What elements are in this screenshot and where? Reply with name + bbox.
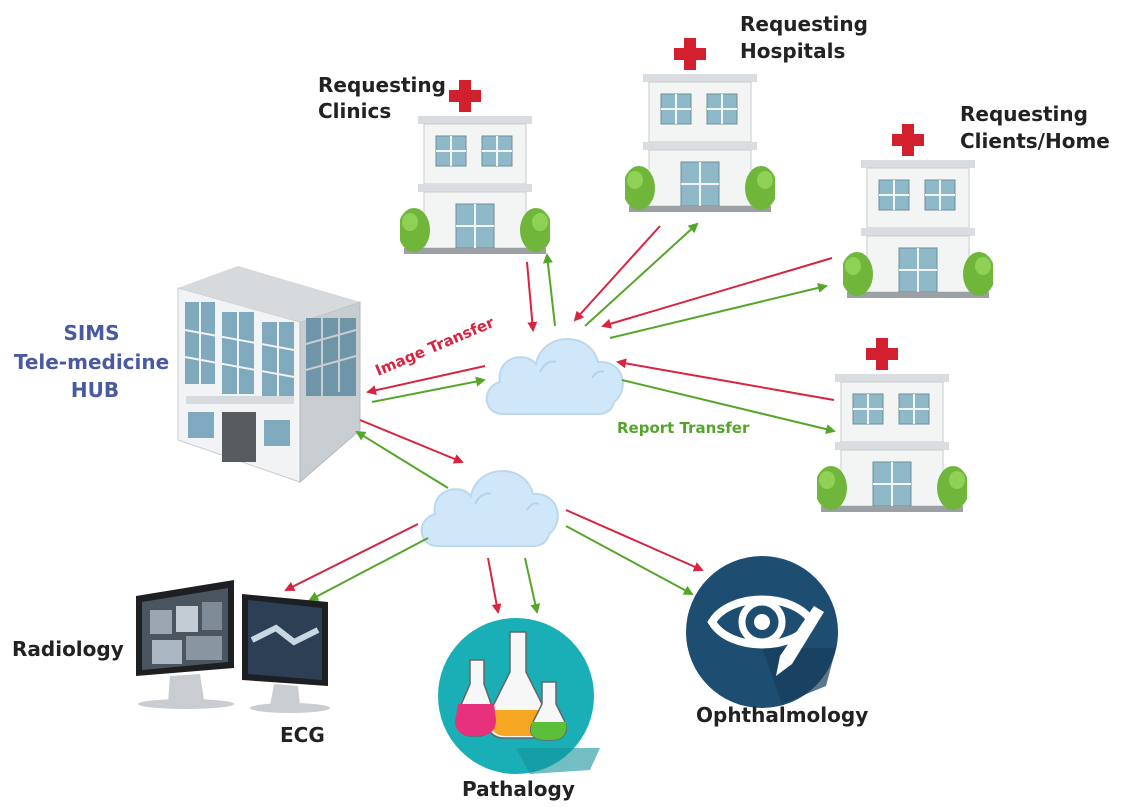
cloud-lower-icon xyxy=(420,469,559,548)
clinics-building-icon xyxy=(400,80,550,255)
lower-report-arrows xyxy=(308,525,694,614)
hub-label: SIMS Tele-medicine HUB xyxy=(14,321,176,402)
report-transfer-label: Report Transfer xyxy=(617,419,750,437)
hub-building-icon xyxy=(177,266,361,484)
report-transfer-arrows xyxy=(355,222,836,489)
ophthalmology-label: Ophthalmology xyxy=(696,703,868,727)
image-transfer-label: Image Transfer xyxy=(373,313,498,380)
ecg-monitor-icon xyxy=(242,594,330,713)
clinics-label: Requesting Clinics xyxy=(318,73,453,123)
radiology-monitor-icon xyxy=(136,580,234,709)
pathology-label: Pathalogy xyxy=(462,777,575,801)
hospitals-label: Requesting Hospitals xyxy=(740,12,875,63)
image-transfer-arrows xyxy=(359,225,835,464)
ophthalmology-eye-icon xyxy=(686,556,838,708)
radiology-label: Radiology xyxy=(12,637,124,661)
pathology-flask-icon xyxy=(438,618,600,774)
cloud-upper-icon xyxy=(485,337,624,416)
hospitals-building-icon xyxy=(625,38,775,213)
ecg-label: ECG xyxy=(280,723,325,747)
clients-label: Requesting Clients/Home xyxy=(960,102,1110,153)
fourth-building-icon xyxy=(817,338,967,513)
lower-image-arrows xyxy=(284,509,704,614)
